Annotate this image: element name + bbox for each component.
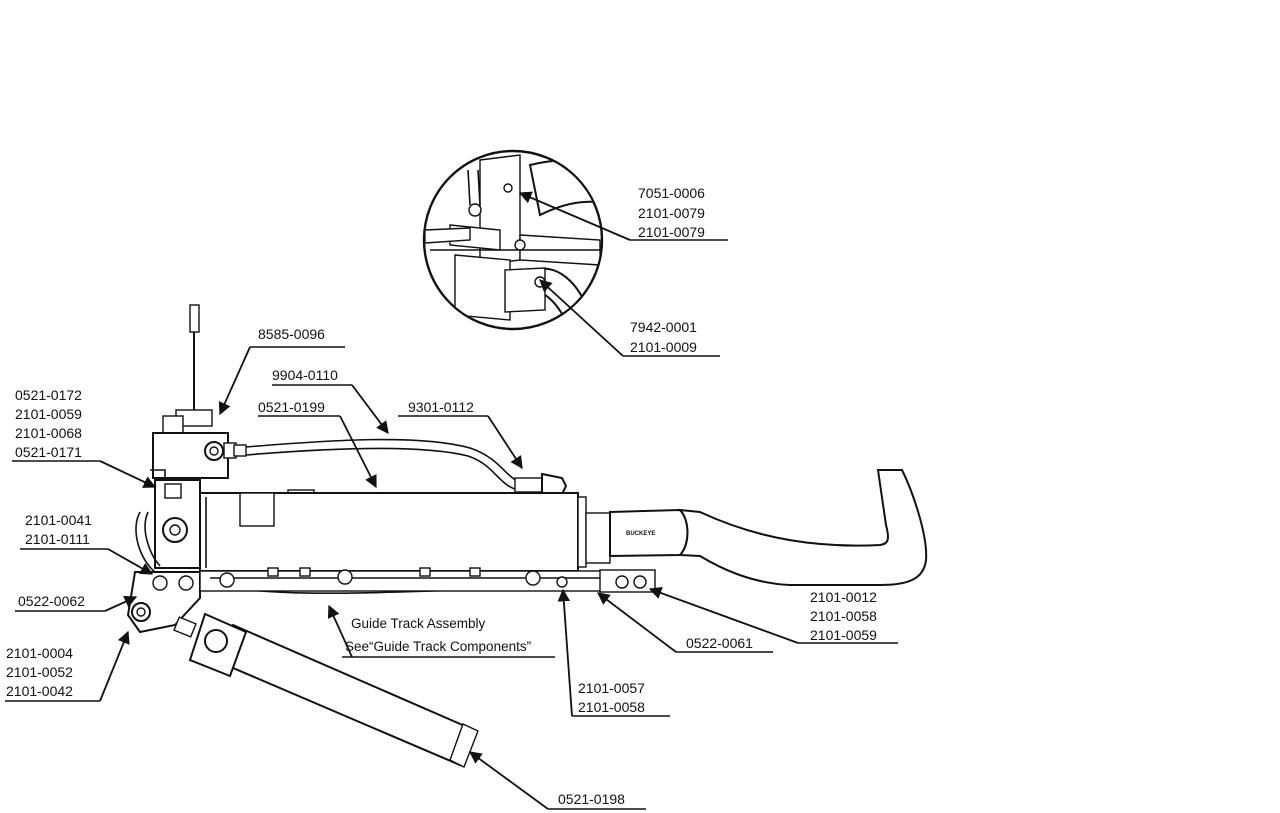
left-bracket xyxy=(126,469,201,634)
label-2101-0068: 2101-0068 xyxy=(15,425,82,441)
label-9904-0110: 9904-0110 xyxy=(272,367,338,383)
hook-arm: BUCKEYE xyxy=(609,469,928,586)
label-2101-0059-left: 2101-0059 xyxy=(15,406,82,422)
label-2101-0042: 2101-0042 xyxy=(6,683,73,699)
control-valve xyxy=(152,304,247,479)
brand-mark: BUCKEYE xyxy=(626,531,655,537)
label-0522-0062: 0522-0062 xyxy=(18,593,85,609)
label-8585-0096: 8585-0096 xyxy=(258,326,325,342)
leader-lines xyxy=(5,191,898,810)
inset-detail xyxy=(422,149,604,331)
label-0521-0171: 0521-0171 xyxy=(15,444,82,460)
label-2101-0079-a: 2101-0079 xyxy=(638,205,705,221)
hydraulic-cylinder xyxy=(173,612,479,768)
label-0521-0172: 0521-0172 xyxy=(15,387,82,403)
label-7942-0001: 7942-0001 xyxy=(630,319,697,335)
label-2101-0041: 2101-0041 xyxy=(25,512,92,528)
label-2101-0004: 2101-0004 xyxy=(6,645,73,661)
label-2101-0058-bottom: 2101-0058 xyxy=(578,699,645,715)
label-7051-0006: 7051-0006 xyxy=(638,185,705,201)
label-2101-0009: 2101-0009 xyxy=(630,339,697,355)
label-2101-0079-b: 2101-0079 xyxy=(638,224,705,240)
label-0522-0061: 0522-0061 xyxy=(686,635,753,651)
guide-track xyxy=(199,567,656,593)
label-0521-0199: 0521-0199 xyxy=(258,399,325,415)
main-tube-body xyxy=(199,489,611,572)
label-guide-track-components: See“Guide Track Components” xyxy=(345,639,531,654)
label-guide-track-assembly: Guide Track Assembly xyxy=(351,616,486,631)
label-2101-0059-right: 2101-0059 xyxy=(810,627,877,643)
part-labels: 7051-0006 2101-0079 2101-0079 7942-0001 … xyxy=(6,185,877,807)
label-2101-0057: 2101-0057 xyxy=(578,680,645,696)
label-9301-0112: 9301-0112 xyxy=(408,399,474,415)
label-2101-0012: 2101-0012 xyxy=(810,589,877,605)
label-2101-0111: 2101-0111 xyxy=(25,531,90,547)
label-0521-0198: 0521-0198 xyxy=(558,791,625,807)
label-2101-0058-right: 2101-0058 xyxy=(810,608,877,624)
label-2101-0052: 2101-0052 xyxy=(6,664,73,680)
